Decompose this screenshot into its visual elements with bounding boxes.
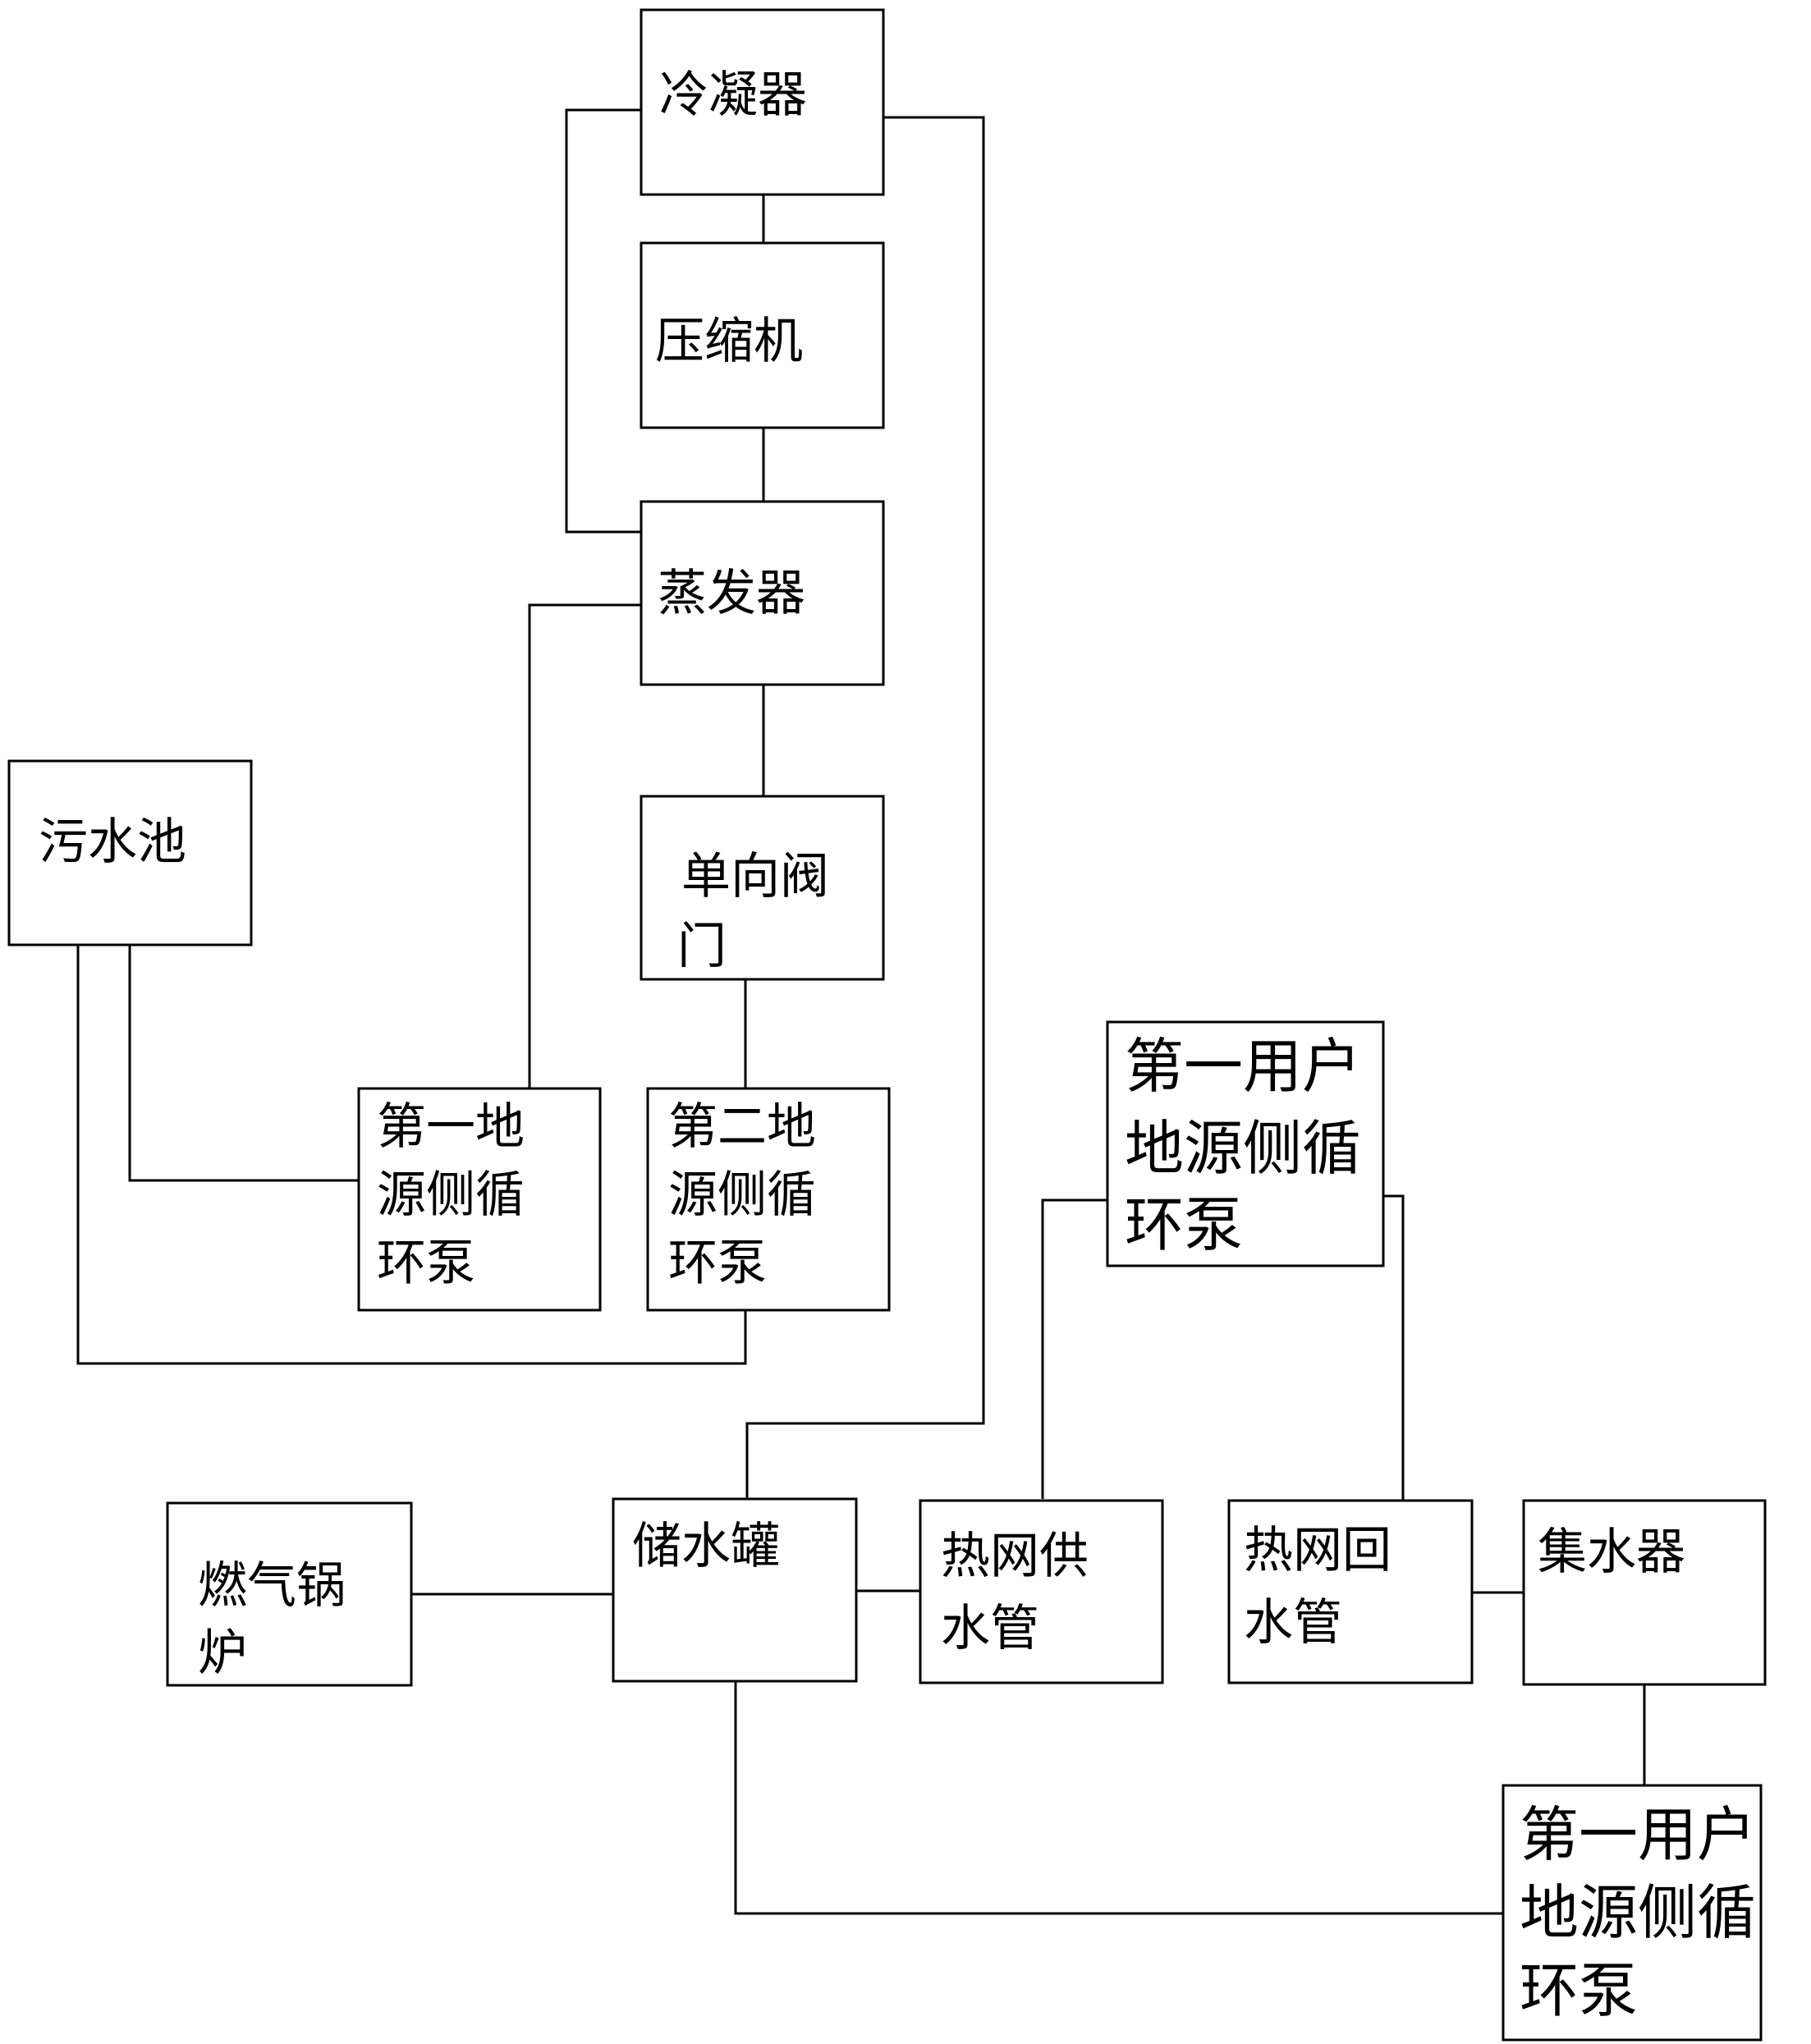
connector-water-tank-user-pump-bottom (734, 1681, 1503, 1915)
user-pump-top-label-line-2: 地源侧循 (1125, 1114, 1361, 1183)
user-pump-bottom-label-line-1: 第一用户 (1520, 1800, 1756, 1869)
node-pump-2: 第二地 源侧循 环泵 (646, 1087, 891, 1312)
check-valve-label-line-2: 门 (677, 918, 727, 975)
node-supply-pipe: 热网供 水管 (919, 1499, 1164, 1684)
connector-supply-pipe-user-pump (1041, 1198, 1107, 1499)
node-user-pump-bottom: 第一用户 地源侧循 环泵 (1502, 1784, 1763, 2042)
connector-condenser-evaporator-loop (565, 108, 641, 534)
supply-pipe-label-line-2: 水管 (941, 1600, 1039, 1657)
pump-1-label-line-1: 第一地 (377, 1098, 525, 1156)
user-pump-top-label-line-1: 第一用户 (1125, 1032, 1361, 1101)
connector-condenser-water-tank (745, 116, 985, 1499)
node-evaporator: 蒸发器 (640, 500, 885, 686)
node-water-tank: 储水罐 (612, 1497, 858, 1683)
collector-label: 集水器 (1538, 1524, 1685, 1581)
check-valve-label-line-1: 单向阀 (681, 848, 829, 905)
compressor-label: 压缩机 (655, 313, 803, 370)
connector-sewage-pump-2 (76, 945, 747, 1365)
node-user-pump-top: 第一用户 地源侧循 环泵 (1106, 1020, 1385, 1267)
pump-2-label-line-3: 环泵 (668, 1235, 767, 1292)
supply-pipe-label-line-1: 热网供 (941, 1528, 1089, 1585)
return-pipe-label-line-1: 热网回 (1244, 1522, 1391, 1579)
return-pipe-label-line-2: 水管 (1244, 1594, 1342, 1652)
node-condenser: 冷凝器 (640, 8, 885, 196)
pump-1-label-line-3: 环泵 (377, 1235, 475, 1292)
gas-boiler-label-line-2: 炉 (198, 1625, 247, 1682)
node-gas-boiler: 燃气锅 炉 (166, 1501, 413, 1687)
user-pump-bottom-label-line-3: 环泵 (1520, 1956, 1638, 2025)
node-pump-1: 第一地 源侧循 环泵 (357, 1087, 602, 1312)
node-sewage-pool: 污水池 (7, 759, 253, 946)
node-check-valve: 单向阀 门 (640, 795, 885, 981)
connector-evaporator-pump-1 (528, 603, 641, 1088)
connector-sewage-pump-1 (128, 945, 359, 1182)
connectors (76, 108, 1646, 1915)
pump-2-label-line-1: 第二地 (668, 1098, 816, 1156)
pump-1-label-line-2: 源侧循 (377, 1166, 525, 1224)
evaporator-label: 蒸发器 (658, 565, 805, 622)
gas-boiler-label-line-1: 燃气锅 (198, 1557, 346, 1615)
sewage-pool-label: 污水池 (39, 813, 186, 871)
pump-2-label-line-2: 源侧循 (668, 1166, 816, 1224)
node-return-pipe: 热网回 水管 (1227, 1499, 1474, 1684)
user-pump-bottom-label-line-2: 地源侧循 (1520, 1878, 1756, 1947)
condenser-label: 冷凝器 (659, 66, 807, 124)
node-collector: 集水器 (1522, 1499, 1767, 1686)
water-tank-label: 储水罐 (632, 1518, 780, 1575)
connector-user-pump-return-pipe (1383, 1194, 1405, 1501)
node-compressor: 压缩机 (640, 241, 885, 429)
user-pump-top-label-line-3: 环泵 (1125, 1190, 1243, 1259)
